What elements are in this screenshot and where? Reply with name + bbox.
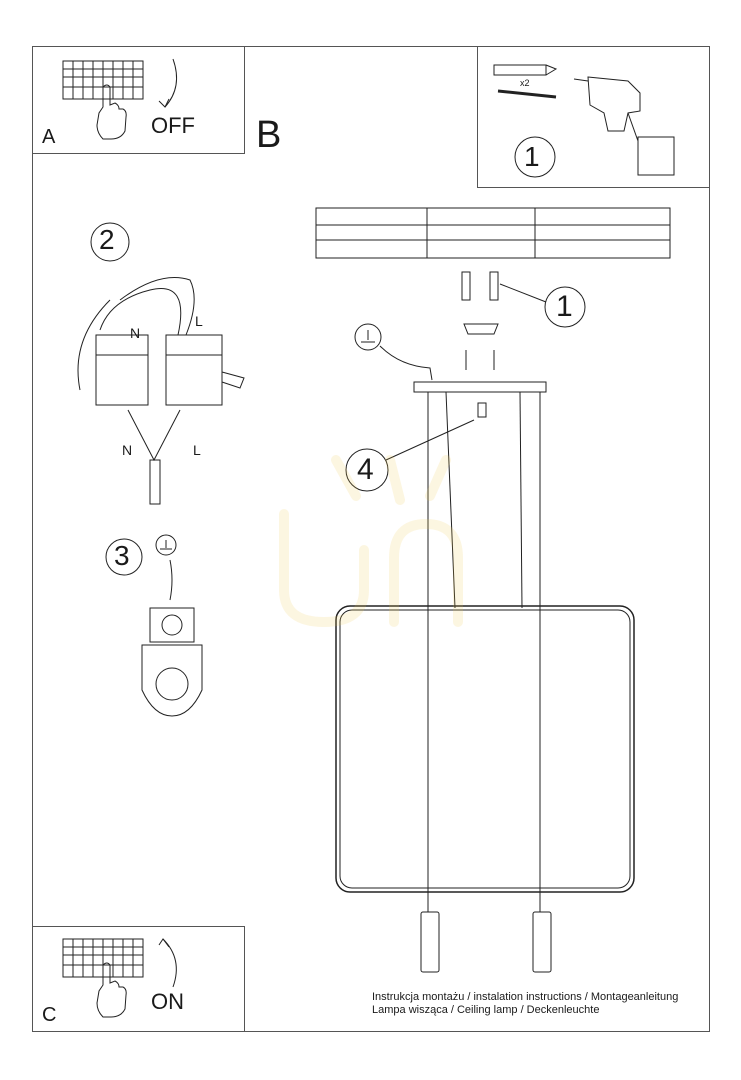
drill-and-anchors-illustration <box>493 64 675 178</box>
step-3-number: 3 <box>114 540 130 571</box>
panel-c-power-on: C ON <box>32 926 245 1032</box>
panel-b-letter: B <box>256 114 282 156</box>
step-2-number: 2 <box>99 224 115 255</box>
watermark-logo-icon <box>279 455 463 628</box>
panel-a-power-off: A OFF <box>32 46 245 154</box>
step-4-number: 4 <box>357 453 374 486</box>
page-frame <box>32 46 710 1032</box>
neutral-bottom-label: N <box>122 442 133 458</box>
caption-line-1: Instrukcja montażu / instalation instruc… <box>372 991 679 1003</box>
step-2-circle <box>90 222 130 262</box>
breaker-off-illustration <box>62 58 178 140</box>
panel-c-letter: C <box>42 1004 57 1026</box>
panel-a-letter: A <box>42 126 56 148</box>
panel-hardware: x2 1 <box>477 46 710 188</box>
step-1-ceiling-number: 1 <box>556 290 573 323</box>
panel-c-on-label: ON <box>151 989 184 1014</box>
step-1-number: 1 <box>524 141 540 172</box>
instructions-caption: Instrukcja montażu / instalation instruc… <box>372 991 678 1017</box>
live-bottom-label: L <box>193 442 201 458</box>
panel-a-off-label: OFF <box>151 113 195 138</box>
caption-line-2: Lampa wisząca / Ceiling lamp / Deckenleu… <box>372 1004 600 1016</box>
breaker-on-illustration <box>62 938 177 1018</box>
anchor-count-label: x2 <box>520 78 530 88</box>
neutral-top-label: N <box>130 325 141 341</box>
live-top-label: L <box>195 313 203 329</box>
